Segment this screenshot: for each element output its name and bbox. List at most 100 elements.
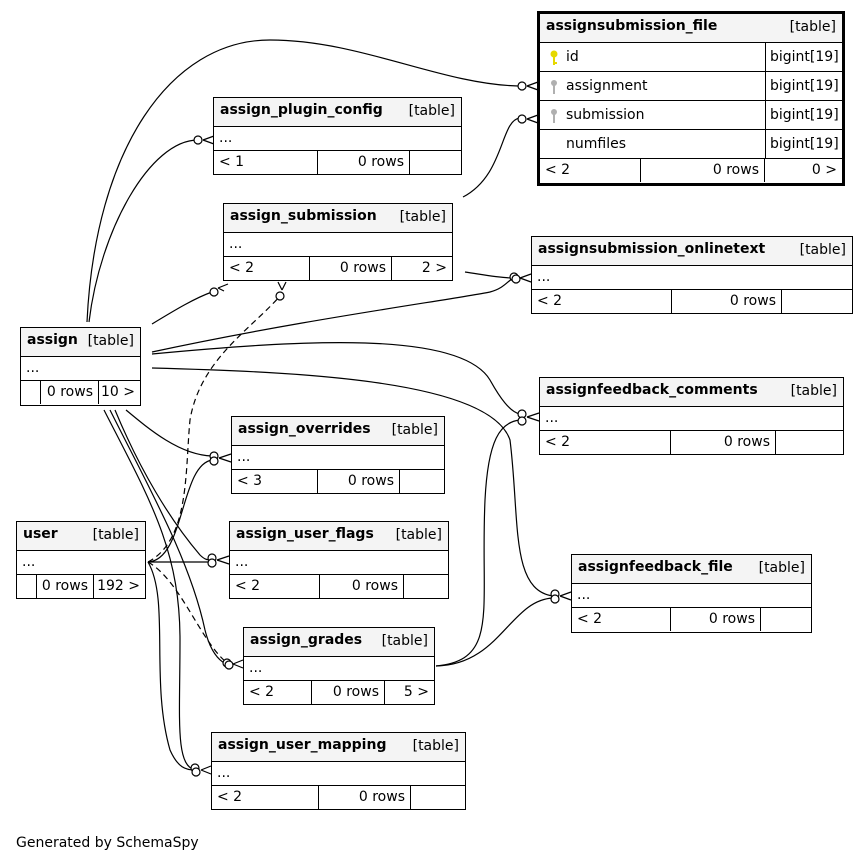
table-name: assignsubmission_onlinetext xyxy=(538,241,766,257)
children-link[interactable]: 10 > xyxy=(98,381,140,404)
table-footer: < 2 0 rows 2 > xyxy=(224,257,452,281)
edge-end-circle xyxy=(517,416,527,426)
row-count: 0 rows xyxy=(40,381,98,404)
column-row[interactable]: submission bigint[19] xyxy=(540,101,842,130)
table-assign-user-mapping[interactable]: assign_user_mapping [table] ... < 2 0 ro… xyxy=(211,732,466,810)
edge-end-circle xyxy=(224,660,234,670)
table-footer: < 3 0 rows xyxy=(232,470,444,494)
foreign-key-icon xyxy=(551,80,557,94)
table-assign-submission[interactable]: assign_submission [table] ... < 2 0 rows… xyxy=(223,203,453,281)
column-row[interactable]: assignment bigint[19] xyxy=(540,72,842,101)
columns-ellipsis: ... xyxy=(212,762,465,786)
crow-foot xyxy=(200,765,212,775)
table-assign-plugin-config[interactable]: assign_plugin_config [table] ... < 1 0 r… xyxy=(213,97,462,175)
parents-link[interactable]: < 2 xyxy=(537,293,563,309)
table-header: assign_user_flags [table] xyxy=(230,522,448,551)
generator-credit: Generated by SchemaSpy xyxy=(16,835,199,851)
row-count: 0 rows xyxy=(317,151,409,174)
edge-assign-onlinetext xyxy=(151,277,515,353)
children-link[interactable] xyxy=(781,290,852,313)
columns-ellipsis: ... xyxy=(21,357,140,381)
table-name: assign_user_flags xyxy=(236,526,374,542)
table-user[interactable]: user [table] ... 0 rows 192 > xyxy=(16,521,146,599)
edge-user-assign-submission xyxy=(147,295,281,563)
table-assignfeedback-comments[interactable]: assignfeedback_comments [table] ... < 2 … xyxy=(539,377,844,455)
parents-link[interactable]: < 2 xyxy=(545,434,571,450)
edge-assign-assign-grades xyxy=(109,409,227,665)
column-type: bigint[19] xyxy=(765,43,842,71)
columns-ellipsis: ... xyxy=(17,551,145,575)
table-assign-grades[interactable]: assign_grades [table] ... < 2 0 rows 5 > xyxy=(243,627,435,705)
crow-foot xyxy=(232,659,244,669)
column-name: assignment xyxy=(566,78,648,94)
columns-ellipsis: ... xyxy=(214,127,461,151)
parents-link[interactable]: < 2 xyxy=(577,611,603,627)
children-link[interactable]: 0 > xyxy=(764,159,842,182)
table-header: assign_grades [table] xyxy=(244,628,434,657)
children-link[interactable] xyxy=(409,151,461,174)
children-link[interactable] xyxy=(399,470,444,493)
edge-end-circle xyxy=(209,287,219,297)
columns-ellipsis: ... xyxy=(572,584,811,608)
table-assignsubmission-file[interactable]: assignsubmission_file [table] id bigint[… xyxy=(537,11,845,186)
edge-end-circle xyxy=(517,81,527,91)
children-link[interactable] xyxy=(760,608,811,631)
table-kind: [table] xyxy=(395,527,442,543)
parents-link[interactable]: < 3 xyxy=(237,473,263,489)
parents-link[interactable]: < 2 xyxy=(217,789,243,805)
table-footer: < 2 0 rows xyxy=(230,575,448,599)
column-type: bigint[19] xyxy=(765,130,842,158)
row-count: 0 rows xyxy=(670,608,760,631)
parents-link[interactable]: < 2 xyxy=(235,578,261,594)
column-row[interactable]: id bigint[19] xyxy=(540,43,842,72)
parents-link[interactable]: < 2 xyxy=(229,260,255,276)
children-link[interactable]: 2 > xyxy=(391,257,452,280)
foreign-key-icon xyxy=(551,109,557,123)
table-name: assign_plugin_config xyxy=(220,102,383,118)
edge-assign-assignsubmission-file xyxy=(86,39,519,323)
table-footer: < 2 0 rows 0 > xyxy=(540,159,842,183)
parents-link[interactable]: < 1 xyxy=(219,154,245,170)
column-type: bigint[19] xyxy=(765,101,842,129)
table-assign-user-flags[interactable]: assign_user_flags [table] ... < 2 0 rows xyxy=(229,521,449,599)
table-footer: < 1 0 rows xyxy=(214,151,461,175)
edge-end-circle xyxy=(511,274,521,284)
edge-assign-assign-user-mapping xyxy=(103,409,196,771)
table-assignfeedback-file[interactable]: assignfeedback_file [table] ... < 2 0 ro… xyxy=(571,554,812,633)
table-assign[interactable]: assign [table] ... 0 rows 10 > xyxy=(20,327,141,406)
parents-link[interactable]: < 2 xyxy=(249,684,275,700)
parents-link[interactable] xyxy=(17,575,36,598)
columns-ellipsis: ... xyxy=(232,446,444,470)
columns-ellipsis: ... xyxy=(224,233,452,257)
table-name: user xyxy=(23,526,58,542)
row-count: 0 rows xyxy=(640,159,764,182)
row-count: 0 rows xyxy=(670,431,775,454)
children-link[interactable] xyxy=(410,786,465,809)
parents-link[interactable] xyxy=(21,381,40,404)
row-count: 0 rows xyxy=(318,786,410,809)
column-name: submission xyxy=(566,107,645,123)
children-link[interactable]: 5 > xyxy=(384,681,434,704)
table-assignsubmission-onlinetext[interactable]: assignsubmission_onlinetext [table] ... … xyxy=(531,236,853,314)
column-row[interactable]: numfiles bigint[19] xyxy=(540,130,842,159)
edge-assign-assign-plugin-config xyxy=(88,139,199,323)
table-footer: < 2 0 rows xyxy=(572,608,811,632)
table-kind: [table] xyxy=(92,527,139,543)
crow-foot xyxy=(202,135,215,145)
edge-assign-submission-onlinetext xyxy=(464,271,514,279)
table-kind: [table] xyxy=(381,633,428,649)
children-link[interactable]: 192 > xyxy=(93,575,145,598)
children-link[interactable] xyxy=(775,431,843,454)
parents-link[interactable]: < 2 xyxy=(545,162,571,178)
table-header: assign_plugin_config [table] xyxy=(214,98,461,127)
row-count: 0 rows xyxy=(317,470,399,493)
table-header: assign [table] xyxy=(21,328,140,357)
table-kind: [table] xyxy=(412,738,459,754)
children-link[interactable] xyxy=(403,575,448,598)
edge-assign-grades-assignfeedback-comments xyxy=(435,419,521,667)
crow-foot xyxy=(526,81,539,91)
table-kind: [table] xyxy=(408,103,455,119)
table-name: assignfeedback_file xyxy=(578,559,733,575)
table-assign-overrides[interactable]: assign_overrides [table] ... < 3 0 rows xyxy=(231,416,445,494)
table-kind: [table] xyxy=(399,209,446,225)
